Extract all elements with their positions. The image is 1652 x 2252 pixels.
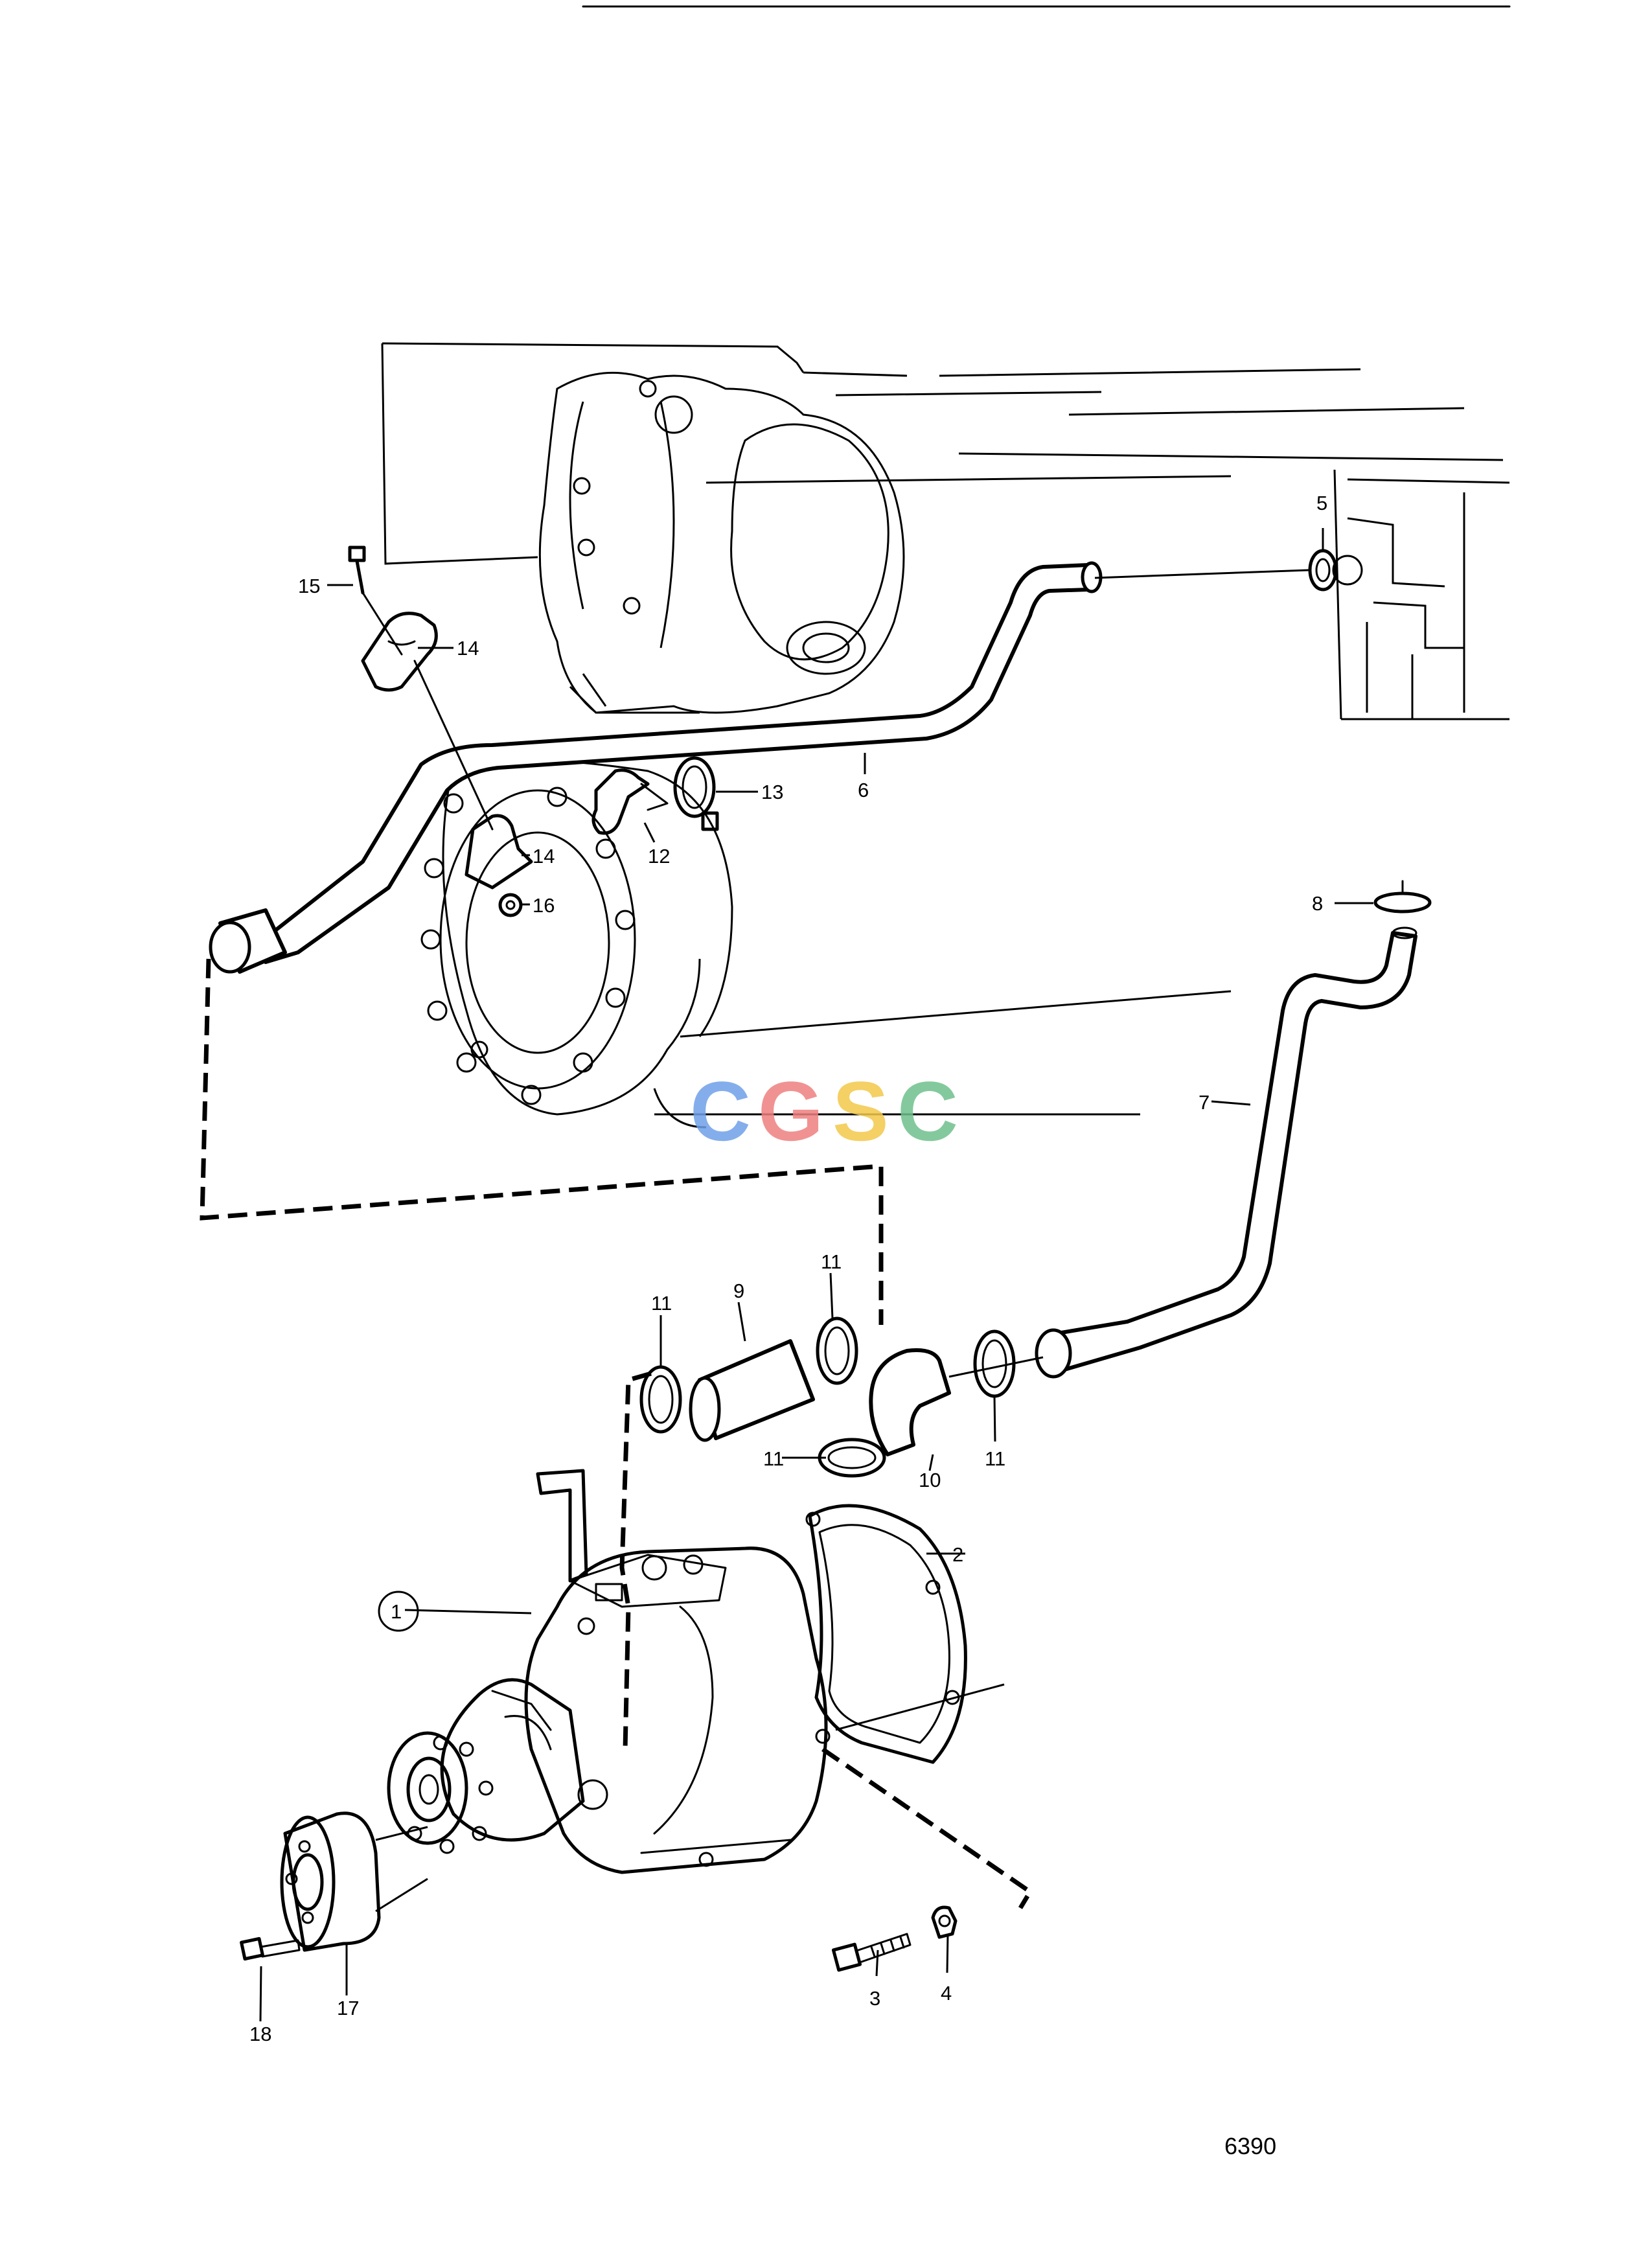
clamp-14-upper [361,612,438,692]
callout-16: 16 [533,894,555,917]
bolt-15 [348,546,403,656]
dashed-route-left [200,958,884,1325]
bolt-18 [240,1936,301,1961]
engine-block-outline [381,342,1504,714]
callout-9: 9 [733,1280,744,1302]
clamp-11-b [816,1316,858,1385]
sealing-ring-8 [1373,880,1432,913]
callout-6: 6 [858,779,869,801]
elbow-hose-10 [869,1348,951,1456]
watermark-letter-s: S [832,1064,889,1158]
callout-1: 1 [391,1600,402,1623]
watermark-letter-c2: C [897,1064,958,1158]
watermark-letter-c1: C [690,1064,751,1158]
hose-clamp-13 [673,756,719,831]
washer-4 [931,1905,958,1939]
clamp-11-c [818,1438,886,1478]
callout-2: 2 [952,1543,963,1566]
callout-15: 15 [298,575,320,597]
coupling-17 [280,1811,428,1952]
callout-4: 4 [941,1982,952,2005]
nut-16 [498,893,523,917]
callout-3: 3 [869,1987,880,2010]
callout-7: 7 [1199,1091,1210,1114]
callout-18: 18 [249,2023,271,2045]
callout-8: 8 [1312,892,1323,915]
callout-1-circle [378,1591,419,1632]
callout-11-c: 11 [763,1447,784,1470]
dashed-route-right [821,1747,1033,1909]
callout-10: 10 [919,1469,941,1491]
leader-lines [259,528,1373,2022]
callout-11-d: 11 [985,1447,1005,1470]
bracket-12 [591,768,669,835]
watermark-logo: C G S C [690,1064,958,1158]
callout-14-lower: 14 [533,845,555,867]
hose-7 [1035,926,1417,1379]
oring-5 [1094,549,1338,592]
clamp-11-a [639,1365,682,1434]
connector-line-10-7 [948,1356,1044,1378]
callout-11-a: 11 [651,1292,672,1315]
watermark-letter-g: G [758,1064,823,1158]
engine-side-block [1332,469,1510,720]
callout-11-b: 11 [821,1250,842,1273]
reverse-gear-1 [387,1469,828,1874]
callout-12: 12 [648,845,670,867]
clamp-14-lower [413,660,533,890]
dashed-route-center [619,1371,652,1750]
callout-14-upper: 14 [457,637,479,660]
callout-labels: 1 2 3 4 5 6 7 8 9 10 11 11 11 11 12 13 1… [249,492,1327,2045]
callout-13: 13 [761,781,783,803]
hose-9 [689,1339,815,1442]
bolt-3 [831,1933,912,1972]
flywheel-housing [420,758,1232,1129]
drawing-code: 6390 [1224,2133,1276,2159]
callout-5: 5 [1316,492,1327,514]
gasket-2 [805,1504,1005,1764]
hose-6 [209,561,1103,974]
callout-17: 17 [337,1997,359,2019]
